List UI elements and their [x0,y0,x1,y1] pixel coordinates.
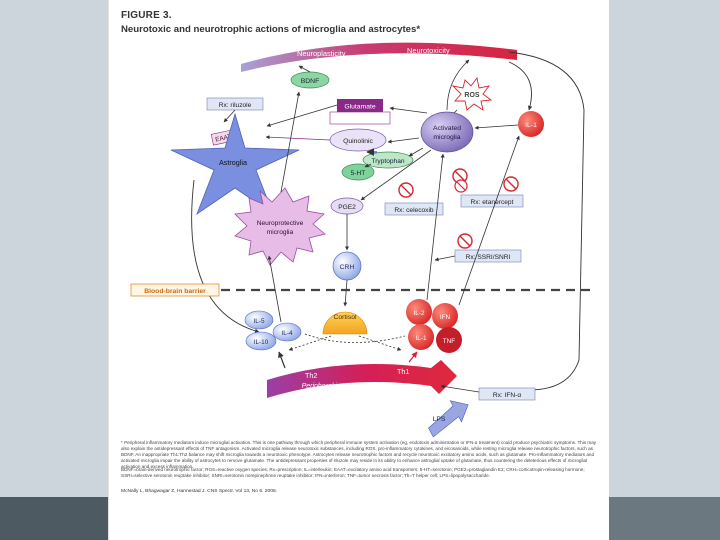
lps-label: LPS [433,416,446,423]
neuroprotective-label-2: microglia [267,229,294,236]
arrow-cortisol-th1 [358,335,402,351]
activated-microglia-label-2: microglia [433,134,460,141]
il4-label: IL-4 [281,330,292,337]
rx-etanercept-label: Rx: etanercept [471,199,514,206]
neurotoxicity-label: Neurotoxicity [407,46,450,55]
il2-node [406,299,432,325]
il1-top-label: IL-1 [525,122,537,129]
rx-ifn-box [478,387,536,401]
tnf-node [436,327,462,353]
glutamate-frame [329,111,391,125]
arrow-cortisol-th2 [288,335,332,351]
bbb-label: Blood-brain barrier [144,288,206,295]
rx-etanercept-box [460,194,524,208]
rx-celecoxib-label: Rx: celecoxib [394,207,434,214]
arrow-microglia-quinolinic [387,137,420,144]
footer-segment [600,497,720,540]
arrow-glutamate-eaat [266,104,338,127]
arrow-cytokines-microglia [426,153,445,301]
abbreviations: BDNF=brain-derived neurotrophic factor; … [121,467,585,479]
ifn-label: IFN [440,314,451,321]
rx-ifn-label: Rx: IFN-α [493,392,522,399]
il1-bottom-node [408,324,434,350]
loop-arrow-right [508,51,585,393]
arrow-quinolinic [265,135,331,141]
rx-celecoxib-box [384,202,444,216]
figure-page: FIGURE 3. Neurotoxic and neurotrophic ac… [108,0,609,540]
th1-label: Th1 [397,367,409,376]
bdnf-label: BDNF [301,78,320,85]
no-symbol-icon [454,179,468,193]
pge2-label: PGE2 [338,204,356,211]
peripheral-immune-arrow [267,360,457,398]
no-symbol-icon [398,182,414,198]
cortisol-dome [322,311,368,335]
crh-label: CRH [340,264,355,271]
figure-title: Neurotoxic and neurotrophic actions of m… [121,24,421,35]
arrow-microglia-glutamate [389,106,428,114]
il4-node [272,322,302,342]
arrow-riluzole [223,109,236,123]
activated-microglia-label-1: Activated [433,125,461,132]
arrow-cytokines-il1 [458,135,520,306]
ifn-node [432,303,458,329]
arrow-bdnf [298,65,311,73]
arrow-microglia-pge2 [360,149,432,201]
neuroplasticity-label: Neuroplasticity [297,49,346,58]
glutamate-box [337,99,383,112]
arrow-th2-cytokines [278,351,286,369]
neuro-bar [241,42,517,72]
rx-riluzole-label: Rx: riluzole [219,102,252,109]
arrow-microglia-neurotoxicity [446,59,470,111]
arrow-rx-ifn [440,384,480,393]
glutamate-label: Glutamate [344,104,376,111]
neuroprotective-microglia-burst [234,187,326,266]
arrow-tryptophan-5ht [364,163,372,168]
rx-ssri-box [454,249,522,263]
arrow-th2-neuroprotective [267,255,282,323]
th2-label: Th2 [305,371,317,380]
bbb-box [130,283,220,297]
arrow-neuroprotective-bdnf [280,91,301,193]
astroglia-star [170,112,300,216]
pathway-diagram: Neuroplasticity Neurotoxicity BDNF Rx: r… [130,42,595,438]
astroglia-label: Astroglia [219,158,247,167]
neuroprotective-label-1: Neuroprotective [257,220,304,227]
five-ht-label: 5-HT [351,170,366,177]
lps-arrow [428,400,469,438]
figure-label: FIGURE 3. [121,10,172,21]
il5-node [244,310,274,330]
arrow-th1-cytokines [408,351,418,363]
ros-label: ROS [464,92,480,99]
il1-bottom-label: IL-1 [415,335,426,342]
loop-arrow-left [191,179,260,334]
peripheral-label: Peripheral immune system [302,383,385,390]
arrow-ssri-crh [434,255,456,262]
tryptophan-label: Tryptophan [371,158,404,165]
quinolinic-label: Quinolinic [343,138,373,145]
activated-microglia-node [420,111,474,153]
figure-caption: * Peripheral inflammatory mediators indu… [121,440,597,470]
cortisol-label: Cortisol [333,314,357,321]
arrow-microglia-tryptophan [408,147,424,157]
il1-top-node [518,111,544,137]
arrow-crh-cortisol [343,279,348,307]
il10-label: IL-10 [254,339,269,346]
tnf-label: TNF [443,338,456,345]
no-symbol-icon [503,176,519,192]
il10-node [245,331,277,351]
th2-th1-crosslink [304,333,406,343]
five-ht-node [341,163,375,181]
ros-burst [451,76,493,111]
eaat-label: EAAT [215,133,232,143]
citation: McNally L, Bhagwagar Z, Hannestad J. CNS… [121,489,278,494]
arrow-il1-microglia [474,124,519,130]
tryptophan-node [362,151,414,169]
arrow-bar-to-il1 [508,61,533,111]
il2-label: IL-2 [413,310,424,317]
rx-ssri-label: Rx: SSRI/SNRI [466,254,511,261]
il5-label: IL-5 [253,318,264,325]
no-symbol-icon [457,233,473,249]
